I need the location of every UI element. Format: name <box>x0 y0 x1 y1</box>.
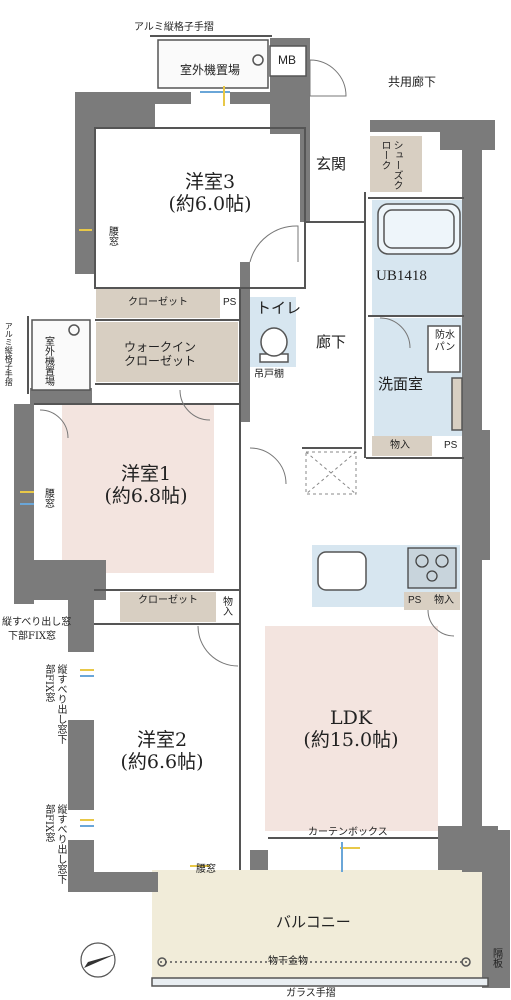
balcony-floor <box>152 870 488 978</box>
wash-storage-label: 物入 <box>390 440 410 451</box>
left-outdoor-unit <box>27 316 91 394</box>
window-note-2: 縦すべり出し窓下部FIX窓 <box>43 664 66 744</box>
toilet-icon <box>259 327 289 363</box>
balcony-label: バルコニー <box>276 913 351 931</box>
ub-label: UB1418 <box>376 268 427 284</box>
window-note-1a: 縦すべり出し窓 <box>2 617 72 628</box>
window-note-1b: 下部FIX窓 <box>8 631 57 642</box>
ldk-name: LDK <box>329 707 373 729</box>
bathtub-icon <box>377 203 461 255</box>
room3-name: 洋室3 <box>184 171 236 193</box>
walkin-line2: クローゼット <box>124 354 197 368</box>
outdoor-unit-left-label: 室外機置場 <box>42 336 54 386</box>
hanging-shelf-label: 吊戸棚 <box>254 369 284 380</box>
shoes-fill <box>370 136 422 192</box>
closet3-fill <box>96 288 220 318</box>
ps2-label: PS <box>444 440 458 451</box>
north-compass-icon <box>80 942 116 978</box>
waist-window-2-label: 腰窓 <box>196 864 216 875</box>
mb-box <box>269 45 307 77</box>
balcony-rail <box>151 957 489 987</box>
hall-label: 廊下 <box>316 333 347 351</box>
room2-label: 洋室2 (約6.6帖) <box>112 729 212 774</box>
ldk-size: (約15.0帖) <box>303 728 399 751</box>
left-rail-label: アルミ縦格子手摺 <box>4 322 14 386</box>
kitchen-hatch <box>305 451 357 495</box>
door-swings <box>39 59 455 667</box>
top-rail-label: アルミ縦格子手摺 <box>134 22 214 33</box>
shared-corridor-label: 共用廊下 <box>388 75 437 89</box>
room1-floor <box>62 405 214 573</box>
window-note-3: 縦すべり出し窓下部FIX窓 <box>43 804 66 884</box>
shoes-closet-label: シューズクローク <box>379 140 402 190</box>
drying-label: 物干金物 <box>268 956 308 967</box>
closet2-fill <box>120 592 216 622</box>
waist-window-1-label: 腰窓 <box>42 488 54 508</box>
ldk-label: LDK (約15.0帖) <box>296 707 406 752</box>
ps1-label: PS <box>223 297 237 308</box>
room3-size: (約6.0帖) <box>168 192 252 215</box>
glass-rail-label: ガラス手摺 <box>286 988 336 999</box>
walkin-fill <box>96 322 238 382</box>
wash-storage-fill <box>372 436 432 456</box>
top-outdoor-unit <box>150 35 272 89</box>
toilet-label: トイレ <box>256 299 302 317</box>
sink-icon <box>317 551 367 591</box>
windows <box>20 86 360 872</box>
room3-label: 洋室3 (約6.0帖) <box>160 171 260 216</box>
interior-walls <box>34 127 464 870</box>
room1-name: 洋室1 <box>120 463 172 485</box>
room2-name: 洋室2 <box>136 729 188 751</box>
waist-window-3-label: 腰窓 <box>106 226 118 246</box>
entrance-label: 玄関 <box>316 155 347 173</box>
walkin-label: ウォークイン クローゼット <box>124 340 196 368</box>
ps3-fill <box>404 592 460 610</box>
closet2-label: クローゼット <box>138 595 198 606</box>
walkin-line1: ウォークイン <box>124 340 197 354</box>
ps3-label: PS <box>408 595 422 606</box>
waterproof-pan-label: 防水パン <box>434 330 456 353</box>
washroom-label: 洗面室 <box>378 375 424 393</box>
curtain-box-label: カーテンボックス <box>308 827 388 838</box>
mb-label: MB <box>278 53 296 67</box>
washbasin-icon <box>427 325 463 431</box>
room2-size: (約6.6帖) <box>120 750 204 773</box>
room1-label: 洋室1 (約6.8帖) <box>96 463 196 508</box>
partition-label: 隔板 <box>490 948 502 968</box>
storage2-label: 物入 <box>220 596 232 616</box>
outdoor-unit-top-label: 室外機置場 <box>180 63 241 77</box>
stove-icon <box>407 547 457 589</box>
room1-size: (約6.8帖) <box>104 484 188 507</box>
storage-kitchen-label: 物入 <box>434 595 454 606</box>
ldk-floor <box>265 626 438 831</box>
closet3-label: クローゼット <box>128 297 188 308</box>
